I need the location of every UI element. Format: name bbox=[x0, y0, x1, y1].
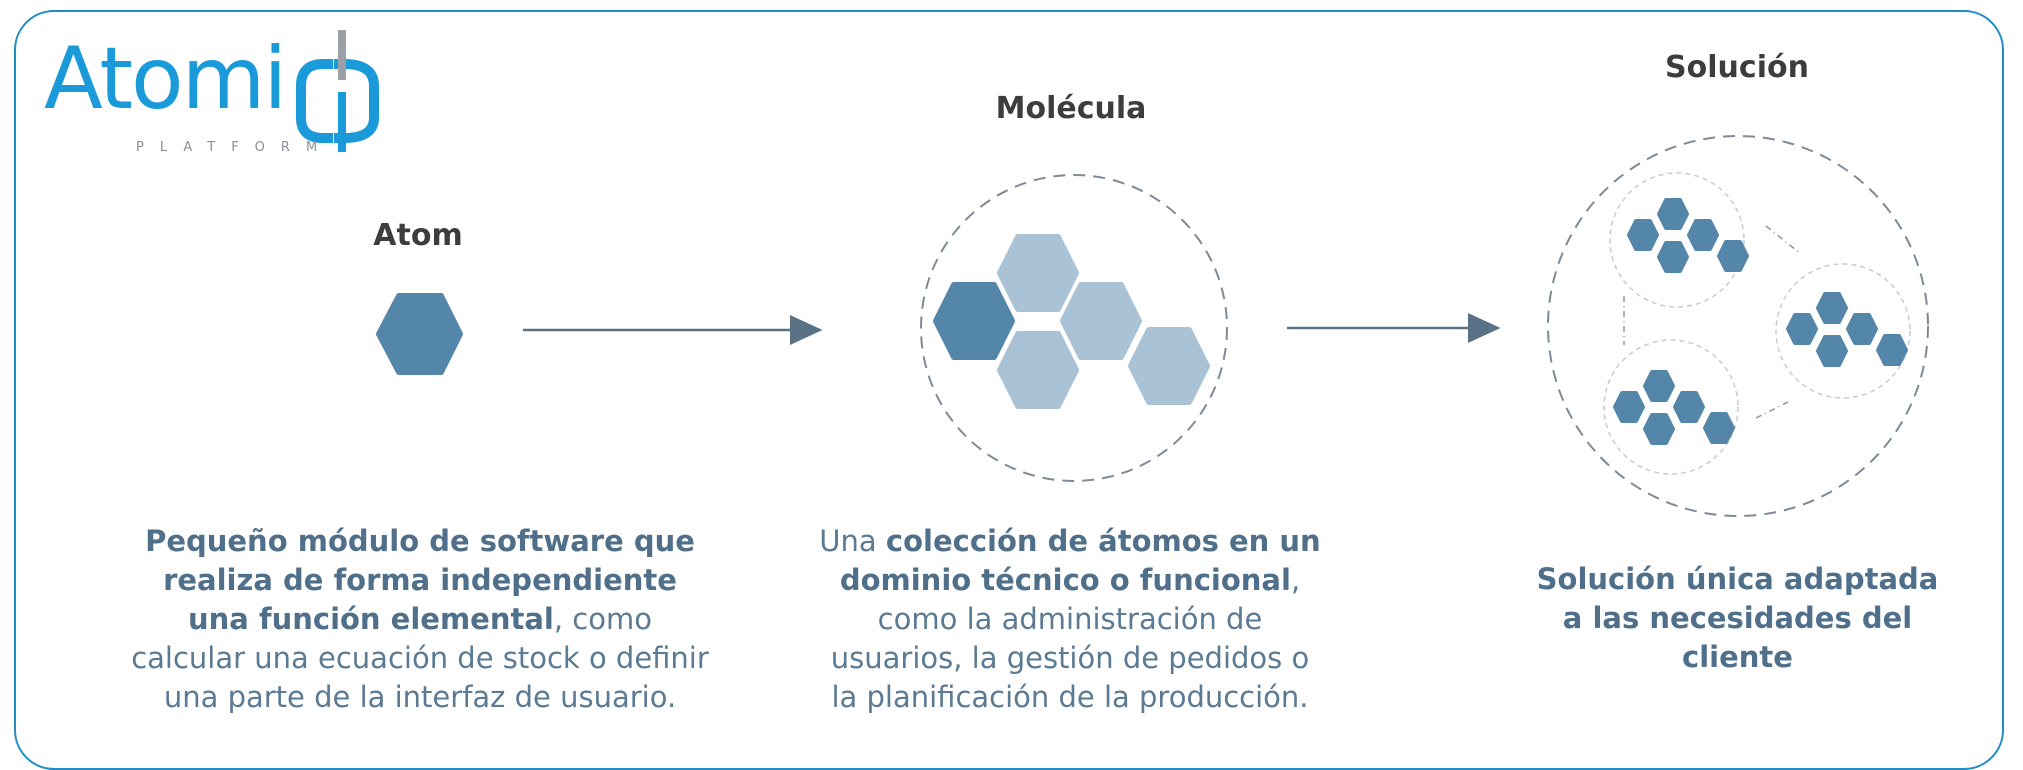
solution-cluster bbox=[1613, 370, 1735, 445]
solution-heading: Solución bbox=[1665, 50, 1809, 85]
molecule-description-pre: Una bbox=[819, 524, 886, 558]
diagram-graphics bbox=[376, 135, 1929, 517]
solution-cluster bbox=[1627, 198, 1749, 273]
logo-subtext: PLATFORM bbox=[136, 140, 334, 155]
molecule-description-rest: , como la administración de usuarios, la… bbox=[830, 563, 1310, 714]
atom-hexagon bbox=[376, 293, 463, 375]
molecule-description: Una colección de átomos en un dominio té… bbox=[815, 522, 1325, 717]
solution-subcircle bbox=[1775, 263, 1911, 399]
solution-subcircle bbox=[1603, 339, 1739, 475]
solution-connector bbox=[1755, 399, 1793, 419]
logo-q-mark bbox=[296, 30, 379, 152]
molecule-hexagon bbox=[997, 234, 1079, 312]
molecule-description-bold: colección de átomos en un dominio técnic… bbox=[839, 524, 1321, 597]
molecule-hexagon bbox=[1128, 327, 1210, 405]
atom-description: Pequeño módulo de software que realiza d… bbox=[130, 522, 710, 717]
molecule-hexagon bbox=[997, 331, 1079, 409]
logo-wordmark: Atomi bbox=[44, 29, 287, 129]
solution-description-bold: Solución única adaptada a las necesidade… bbox=[1536, 562, 1939, 674]
solution-cluster bbox=[1786, 292, 1908, 367]
molecule-hexagon bbox=[933, 282, 1015, 360]
solution-subcircle bbox=[1609, 172, 1745, 308]
atom-heading: Atom bbox=[373, 218, 463, 253]
solution-connector bbox=[1765, 225, 1802, 255]
atomiq-logo: Atomi PLATFORM bbox=[44, 26, 384, 156]
molecule-hexagon bbox=[1060, 282, 1142, 360]
molecule-heading: Molécula bbox=[995, 91, 1147, 126]
solution-description: Solución única adaptada a las necesidade… bbox=[1535, 560, 1940, 677]
solution-circle bbox=[1547, 135, 1929, 517]
atom-description-rest: , como calcular una ecuación de stock o … bbox=[131, 602, 709, 714]
atom-description-bold: Pequeño módulo de software que realiza d… bbox=[145, 524, 695, 636]
molecule-circle bbox=[920, 174, 1228, 482]
